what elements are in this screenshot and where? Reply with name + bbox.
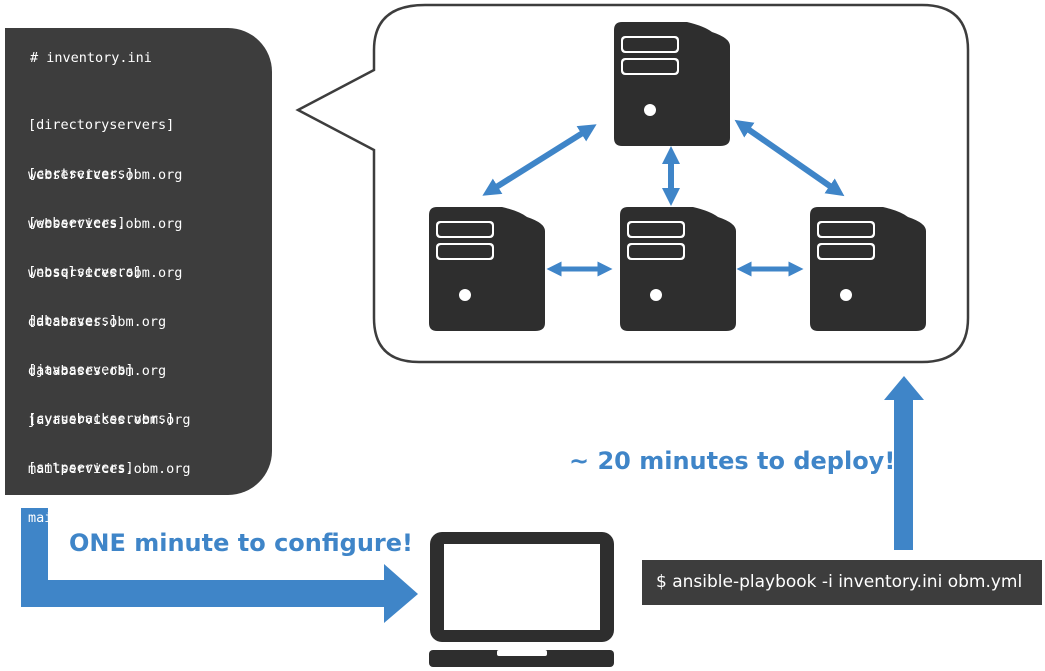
inventory-host: mailservices.obm.org (28, 460, 191, 477)
inventory-entry: [smtpservers] mailservices.obm.org (28, 427, 191, 543)
inventory-entry: [directoryservers] webservices.obm.org (28, 84, 182, 200)
inventory-group: [directoryservers] (28, 117, 175, 133)
inventory-group: [webservers] (28, 215, 126, 231)
inventory-group: [nosqlservers] (28, 264, 142, 280)
inventory-host: webservices.obm.org (28, 264, 183, 281)
inventory-group: [javaservers] (28, 362, 134, 378)
inventory-host: mailservices.obm.org (28, 509, 191, 526)
inventory-host: webservices.obm.org (28, 215, 183, 232)
deploy-label: ~ 20 minutes to deploy! (569, 447, 896, 475)
inventory-title: # inventory.ini (30, 50, 152, 66)
inventory-host: javaservices.obm.org (28, 411, 191, 428)
link-top-left-arrow (482, 124, 597, 196)
inventory-group: [certservers] (28, 166, 134, 182)
inventory-group: [smtpservers] (28, 460, 134, 476)
inventory-host: databases.obm.org (28, 313, 167, 330)
inventory-entry: [nosqlservers] databases.obm.org (28, 231, 166, 347)
deploy-flow-arrow (884, 376, 924, 550)
server-right-icon (810, 207, 926, 331)
ansible-command: $ ansible-playbook -i inventory.ini obm.… (642, 560, 1042, 605)
link-top-right-arrow (734, 119, 845, 197)
inventory-group: [dbservers] (28, 313, 118, 329)
laptop-icon (429, 532, 614, 667)
server-middle-icon (620, 207, 736, 331)
configure-label: ONE minute to configure! (69, 529, 413, 557)
inventory-host: databases.obm.org (28, 362, 167, 379)
server-top-icon (614, 22, 730, 146)
inventory-entry: [cyrusbackservers] mailservices.obm.org (28, 378, 191, 494)
inventory-entry: [webservers] webservices.obm.org (28, 182, 182, 298)
configure-flow-arrow (21, 508, 418, 623)
inventory-host: webservices.obm.org (28, 166, 183, 183)
inventory-panel (5, 28, 272, 495)
inventory-entry: [certservers] webservices.obm.org (28, 133, 182, 249)
inventory-entry: [dbservers] databases.obm.org (28, 280, 166, 396)
inventory-group: [cyrusbackservers] (28, 411, 175, 427)
inventory-entry: [javaservers] javaservices.obm.org (28, 329, 191, 445)
server-left-icon (429, 207, 545, 331)
